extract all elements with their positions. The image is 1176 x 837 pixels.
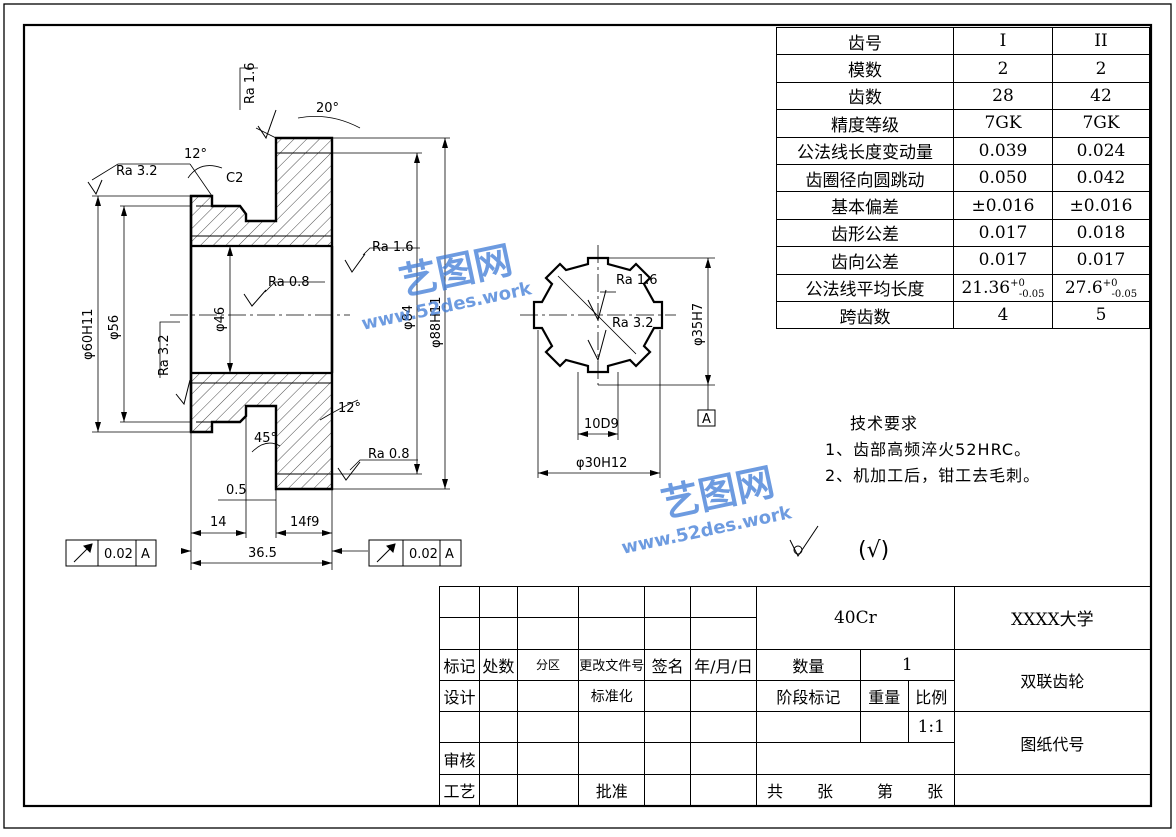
part-name: 双联齿轮 [953,648,1152,713]
ra08-bottom-label: Ra 0.8 [368,447,410,462]
outer-border [3,3,1172,829]
drawing-number: 图纸代号 [953,711,1152,775]
dim-d30: φ30H12 [576,456,627,471]
spline-ra16-label: Ra 1.6 [616,273,658,288]
ra32-left-label: Ra 3.2 [157,334,172,376]
d84-label: φ84 [401,305,416,330]
d35-label: φ35H7 [691,303,706,346]
table-row: 基本偏差±0.016±0.016 [776,191,1150,220]
material: 40Cr [755,586,955,650]
tolerance-left-value: 0.02 [104,547,133,562]
tech-requirement-2: 2、机加工后，钳工去毛刺。 [825,466,1041,485]
general-roughness-symbol [789,525,819,557]
inner-border [22,23,1153,808]
dim-36-5: 36.5 [248,546,277,561]
tolerance-right-value: 0.02 [409,547,438,562]
table-row: 公法线平均长度 21.36+0-0.05 27.6+0-0.05 [776,273,1150,302]
university: XXXX大学 [953,586,1152,650]
tolerance-frame-right [368,539,462,567]
tech-requirement-1: 1、齿部高频淬火52HRC。 [825,440,1032,459]
ra16-right-label: Ra 1.6 [372,240,414,255]
angle-20: 20° [316,101,339,116]
dim-10d9: 10D9 [584,417,619,432]
ra08-mid-label: Ra 0.8 [268,275,310,290]
dim-14f9: 14f9 [290,515,319,530]
ra32-top-label: Ra 3.2 [116,164,158,179]
title-block: 40Cr XXXX大学 标记 处数 分区 更改文件号 签名 年/月/日 数量 1… [439,585,1152,807]
d60-label: φ60H11 [81,309,96,360]
tolerance-frame-left [65,539,157,567]
chamfer-c2: C2 [226,171,243,186]
roughness-note: (√) [858,538,889,563]
dim-14: 14 [210,515,227,530]
gear-section-view: Ra 1.6 Ra 3.2 12° C2 20° Ra 1.6 Ra 0.8 φ… [81,62,450,570]
tolerance-right-datum: A [445,547,454,562]
spline-end-view [520,245,715,478]
angle-45: 45° [254,431,277,446]
angle-12-bottom: 12° [338,401,361,416]
d46-label: φ46 [213,307,228,332]
d88-label: φ88H11 [429,297,444,348]
spline-ra32-label: Ra 3.2 [612,316,654,331]
ra16-label: Ra 1.6 [243,62,258,104]
tech-requirements-title: 技术要求 [850,414,919,433]
datum-a-label: A [702,412,711,427]
dim-0-5: 0.5 [226,483,247,498]
d56-label: φ56 [107,315,122,340]
angle-12-top: 12° [184,147,207,162]
datum-a-box [697,409,716,427]
tolerance-left-datum: A [141,547,150,562]
table-row: 齿号 I II [776,26,1150,56]
